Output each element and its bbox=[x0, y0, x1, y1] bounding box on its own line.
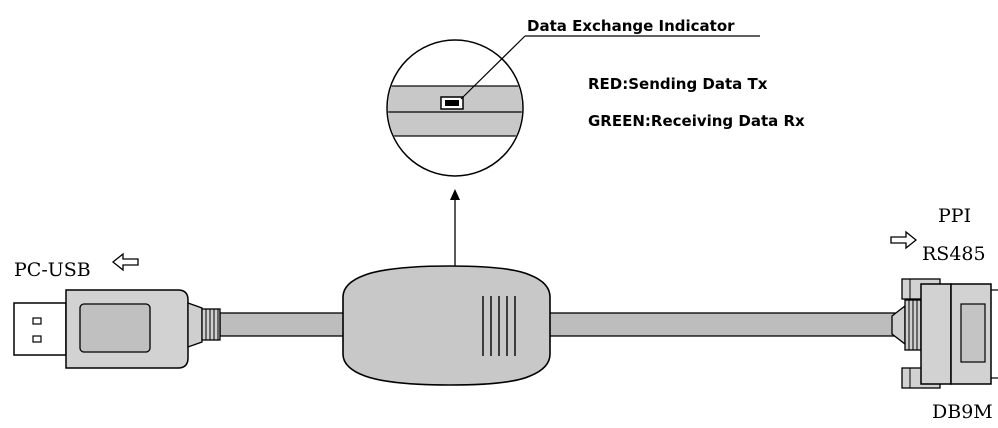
left-hollow-arrow-icon bbox=[111, 252, 139, 272]
ppi-label: PPI bbox=[938, 205, 971, 227]
pc-usb-label: PC-USB bbox=[14, 259, 91, 281]
db9-connector bbox=[891, 278, 998, 389]
callout-green-line: GREEN:Receiving Data Rx bbox=[588, 112, 805, 130]
up-arrow-icon bbox=[450, 189, 460, 268]
callout-title: Data Exchange Indicator bbox=[527, 17, 735, 35]
converter-body bbox=[342, 265, 551, 386]
right-hollow-arrow-icon bbox=[890, 230, 918, 250]
usb-plug bbox=[13, 289, 221, 369]
callout-leader-line bbox=[460, 35, 526, 100]
db9m-label: DB9M bbox=[932, 401, 993, 423]
indicator-magnifier bbox=[386, 39, 524, 177]
grip-lines bbox=[482, 296, 516, 356]
callout-red-line: RED:Sending Data Tx bbox=[588, 75, 768, 93]
cable bbox=[219, 312, 896, 337]
rs485-label: RS485 bbox=[922, 243, 986, 265]
